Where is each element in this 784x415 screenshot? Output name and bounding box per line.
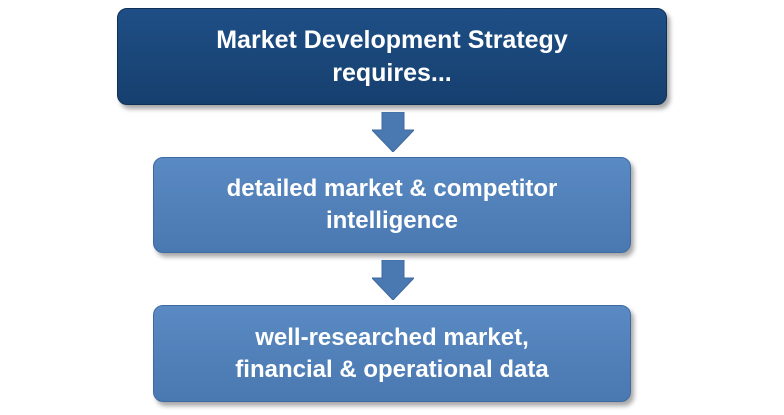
down-arrow-icon	[372, 112, 414, 152]
step-box-data: well-researched market, financial & oper…	[153, 305, 631, 402]
step-label-strategy: Market Development Strategy requires...	[216, 25, 568, 87]
down-arrow-icon	[372, 260, 414, 300]
step-label-intelligence: detailed market & competitor intelligenc…	[226, 175, 558, 234]
step-box-intelligence: detailed market & competitor intelligenc…	[153, 157, 631, 253]
step-box-strategy: Market Development Strategy requires...	[117, 8, 667, 105]
step-label-data: well-researched market, financial & oper…	[235, 323, 549, 383]
